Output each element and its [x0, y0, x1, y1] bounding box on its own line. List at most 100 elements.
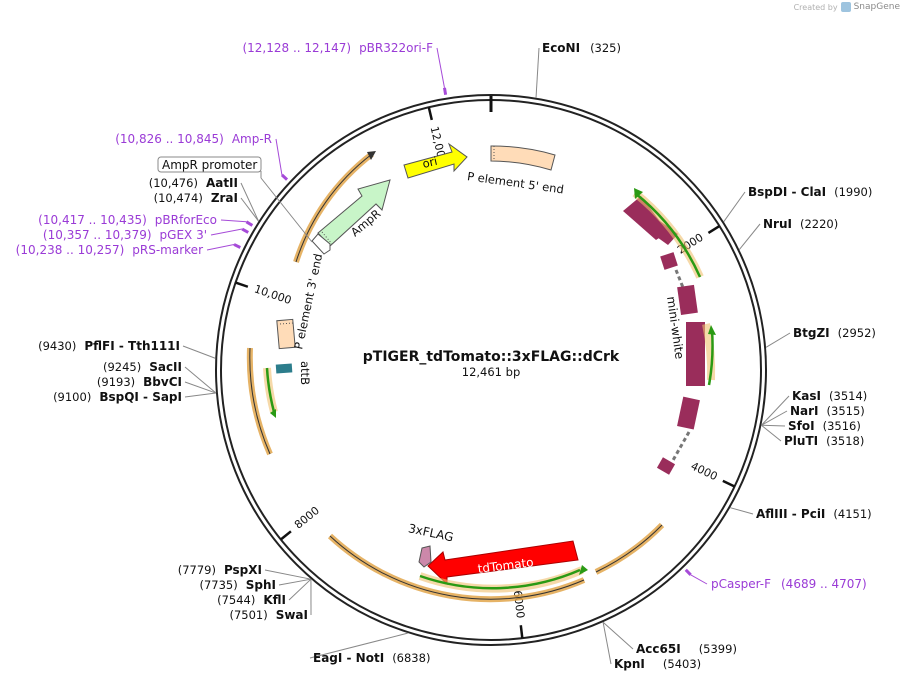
- plasmid-name: pTIGER_tdTomato::3xFLAG::dCrk: [363, 349, 620, 365]
- enzyme-acc65i-1[interactable]: KpnI(5403): [614, 657, 701, 671]
- enzyme-line-bspqi-0: [184, 366, 217, 394]
- feature-flag-label: 3xFLAG: [407, 521, 455, 544]
- feature-attb[interactable]: attB: [275, 361, 312, 385]
- primer-prs[interactable]: pRS-marker (10,238 .. 10,257): [16, 243, 203, 257]
- enzyme-name: KflI: [263, 593, 286, 607]
- enzyme-eagi-0[interactable]: EagI - NotI(6838): [313, 651, 430, 665]
- enzyme-name: BspDI - ClaI: [748, 185, 826, 199]
- enzyme-line-swai-1: [278, 578, 312, 586]
- primer-line-pcasper: [690, 574, 708, 585]
- enzyme-pos: (7544): [217, 593, 255, 607]
- tick-label-10000: 10,000: [253, 282, 294, 307]
- enzyme-afliii-0[interactable]: AflIII - PciI(4151): [756, 507, 872, 521]
- enzyme-pos: (7735): [200, 578, 238, 592]
- enzyme-pos: (1990): [834, 185, 872, 199]
- enzyme-pos: (9193): [97, 375, 135, 389]
- enzyme-pos: (5399): [699, 642, 737, 656]
- enzyme-line-nrui-0: [738, 223, 761, 250]
- feature-attb-label: attB: [298, 361, 312, 385]
- enzyme-kasi-2[interactable]: SfoI (3516): [788, 419, 861, 433]
- feature-ampr-promoter-arrow[interactable]: [311, 233, 331, 255]
- backbone-outer: [215, 94, 767, 646]
- enzyme-name: SfoI: [788, 419, 815, 433]
- enzyme-econi-0[interactable]: EcoNI(325): [542, 41, 621, 55]
- enzyme-line-kasi-0: [761, 395, 790, 426]
- enzyme-bspqi-1[interactable]: BbvCI(9193): [97, 375, 182, 389]
- ampr-promoter-label: AmpR promoter: [162, 158, 257, 172]
- enzyme-bspqi-0[interactable]: SacII (9245): [103, 360, 182, 374]
- enzyme-name: PspXI: [224, 563, 262, 577]
- primer-mark-pbrfor: [245, 220, 254, 227]
- enzyme-name: ZraI: [211, 191, 238, 205]
- watermark-brand: SnapGene: [853, 2, 900, 12]
- enzyme-pos: (9245): [103, 360, 141, 374]
- enzyme-pos: (3516): [823, 419, 861, 433]
- feature-p5[interactable]: P element 5' end: [466, 145, 565, 197]
- primer-ampr[interactable]: Amp-R(10,826 .. 10,845): [115, 132, 272, 146]
- primers-layer: pBR322ori-F(12,128 .. 12,147) Amp-R(10,82…: [16, 41, 867, 591]
- enzyme-swai-3[interactable]: SwaI (7501): [229, 608, 308, 622]
- enzyme-acc65i-0[interactable]: Acc65I(5399): [636, 642, 737, 656]
- enzyme-name: SacII: [149, 360, 182, 374]
- feature-tdtomato-label: tdTomato: [477, 555, 534, 576]
- tick-8000: [280, 530, 292, 541]
- enzyme-pos: (325): [590, 41, 621, 55]
- enzyme-pos: (2952): [838, 326, 876, 340]
- enzyme-pos: (3518): [826, 434, 864, 448]
- primer-range: (10,357 .. 10,379): [43, 228, 152, 242]
- enzyme-btgzi-0[interactable]: BtgZI(2952): [793, 326, 876, 340]
- enzyme-swai-0[interactable]: PspXI (7779): [178, 563, 262, 577]
- enzyme-nrui-0[interactable]: NruI(2220): [763, 217, 838, 231]
- enzyme-pos: (9100): [53, 390, 91, 404]
- enzyme-bspqi-2[interactable]: BspQI - SapI (9100): [53, 390, 182, 404]
- enzyme-pos: (2220): [800, 217, 838, 231]
- enzymes-layer: EcoNI(325) BspDI - ClaI (1990) NruI(2220) Bt…: [38, 41, 876, 671]
- enzyme-line-acc65i-1: [602, 622, 612, 665]
- feature-ori[interactable]: ori: [403, 142, 468, 179]
- enzyme-name: AatII: [206, 176, 238, 190]
- enzyme-name: EagI - NotI: [313, 651, 384, 665]
- primer-pbr322[interactable]: pBR322ori-F(12,128 .. 12,147): [242, 41, 433, 55]
- primer-name: pBR322ori-F: [359, 41, 433, 55]
- primer-name: pRS-marker: [132, 243, 203, 257]
- enzyme-line-kasi-3: [761, 424, 782, 442]
- primer-mark-pbr322: [443, 87, 448, 95]
- enzyme-name: BspQI - SapI: [99, 390, 182, 404]
- enzyme-bspdi-0[interactable]: BspDI - ClaI (1990): [748, 185, 872, 199]
- enzyme-swai-1[interactable]: SphI (7735): [200, 578, 277, 592]
- enzyme-line-eagi-0: [309, 632, 408, 659]
- enzyme-pos: (5403): [663, 657, 701, 671]
- primer-pcasper[interactable]: pCasper-F(4689 .. 4707): [711, 577, 867, 591]
- enzyme-name: SwaI: [276, 608, 308, 622]
- enzyme-line-afliii-0: [730, 507, 754, 515]
- features-layer: ori P element 5' end mini-white: [157, 142, 716, 603]
- enzyme-aatii-0[interactable]: AatII (10,476): [149, 176, 238, 190]
- primer-pbrfor[interactable]: pBRforEco(10,417 .. 10,435): [38, 213, 217, 227]
- enzyme-kasi-3[interactable]: PluTI(3518): [784, 434, 864, 448]
- enzyme-pos: (3514): [829, 389, 867, 403]
- enzyme-line-aatii-1: [240, 197, 259, 222]
- enzyme-swai-2[interactable]: KflI (7544): [217, 593, 286, 607]
- enzyme-pos: (7501): [229, 608, 267, 622]
- enzyme-pos: (7779): [178, 563, 216, 577]
- enzyme-kasi-1[interactable]: NarI(3515): [790, 404, 865, 418]
- enzyme-name: KasI: [792, 389, 821, 403]
- enzyme-kasi-0[interactable]: KasI (3514): [792, 389, 867, 403]
- feature-ori-label: ori: [421, 154, 439, 171]
- enzyme-pos: (10,476): [149, 176, 198, 190]
- enzyme-name: SphI: [246, 578, 276, 592]
- enzyme-name: NarI: [790, 404, 819, 418]
- primer-pgex[interactable]: pGEX 3'(10,357 .. 10,379): [43, 228, 207, 242]
- enzyme-line-bspqi-1: [184, 381, 217, 394]
- enzyme-aatii-1[interactable]: ZraI(10,474): [154, 191, 238, 205]
- primer-range: (10,826 .. 10,845): [115, 132, 224, 146]
- enzyme-line-econi-0: [535, 47, 540, 98]
- primer-range: (10,238 .. 10,257): [16, 243, 125, 257]
- primer-line-pbrfor: [220, 219, 247, 223]
- feature-ampr[interactable]: AmpR: [317, 179, 391, 247]
- tick-6000: [519, 625, 524, 639]
- ampr-promoter-label-box: [157, 156, 262, 173]
- enzyme-pflfi-0[interactable]: PflFI - Tth111I(9430): [38, 339, 180, 353]
- feature-p3-label: P element 3' end: [291, 252, 325, 350]
